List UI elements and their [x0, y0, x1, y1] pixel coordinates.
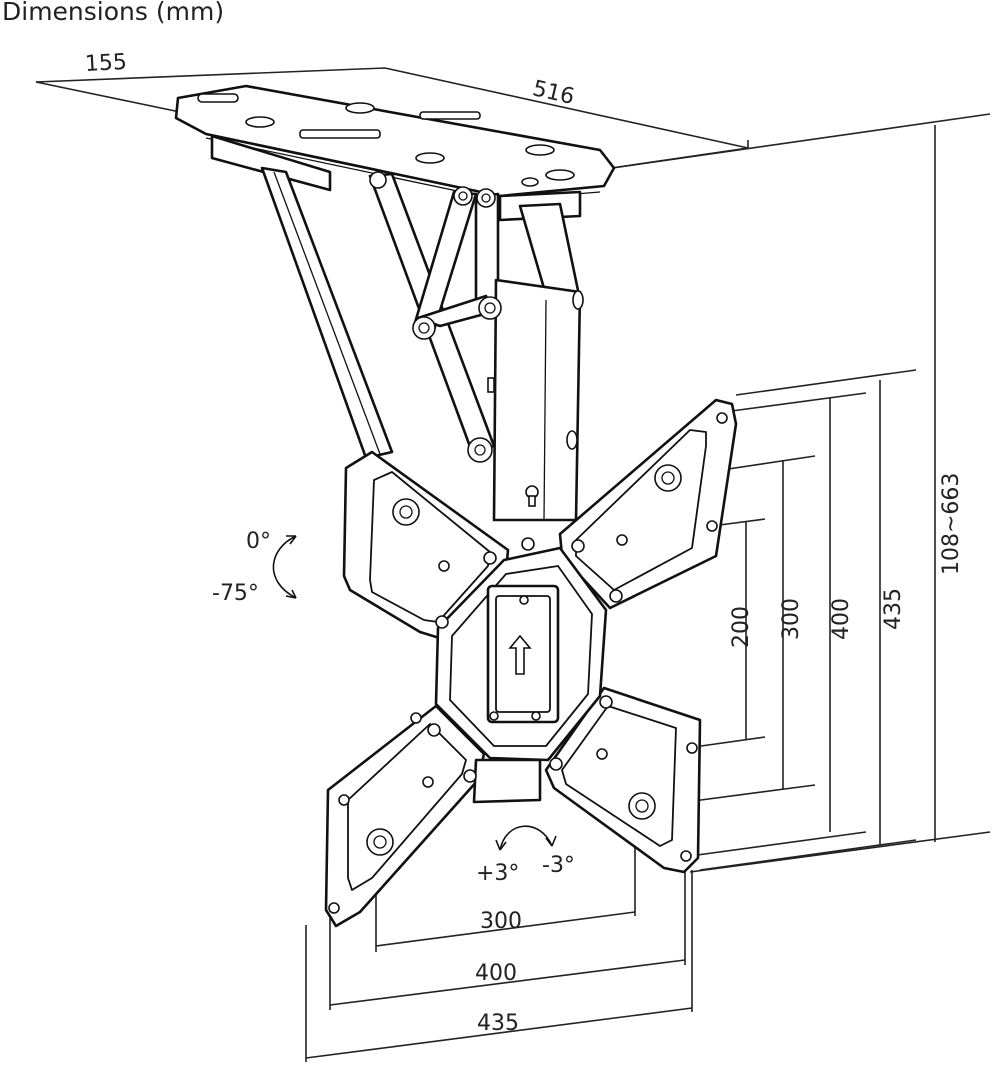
vesa-height-300-label: 300	[779, 598, 804, 640]
vesa-height-400-label: 400	[829, 598, 854, 640]
vesa-height-435-label: 435	[881, 588, 906, 630]
vesa-width-400: 400	[329, 855, 686, 1010]
swivel-left-label: +3°	[476, 861, 519, 886]
vesa-width-400-label: 400	[475, 961, 517, 986]
vesa-width-300: 300	[375, 810, 636, 952]
depth-label: 155	[84, 50, 127, 77]
vesa-height-200-label: 200	[729, 606, 754, 648]
height-range-label: 108~663	[939, 473, 964, 575]
vesa-plate	[324, 398, 738, 928]
diagram-title: Dimensions (mm)	[2, 0, 225, 26]
vesa-width-435-label: 435	[477, 1011, 519, 1036]
vesa-height-200: 200	[693, 518, 766, 748]
width-label: 516	[530, 76, 577, 110]
tilt-bottom-label: -75°	[212, 581, 259, 606]
tilt-indicator: 0° -75°	[212, 529, 297, 606]
swivel-right-label: -3°	[542, 853, 575, 878]
vesa-height-400: 400	[689, 392, 867, 857]
ceiling-bracket	[174, 84, 616, 222]
depth-dimension: 155	[35, 50, 749, 149]
tilt-top-label: 0°	[246, 529, 271, 554]
vesa-width-435: 435	[305, 870, 693, 1062]
arm-linkage	[260, 166, 584, 522]
vesa-height-435: 435	[699, 369, 917, 871]
height-range-dimension: 108~663	[611, 113, 991, 873]
vesa-width-300-label: 300	[480, 909, 522, 934]
swivel-indicator: +3° -3°	[476, 825, 575, 886]
